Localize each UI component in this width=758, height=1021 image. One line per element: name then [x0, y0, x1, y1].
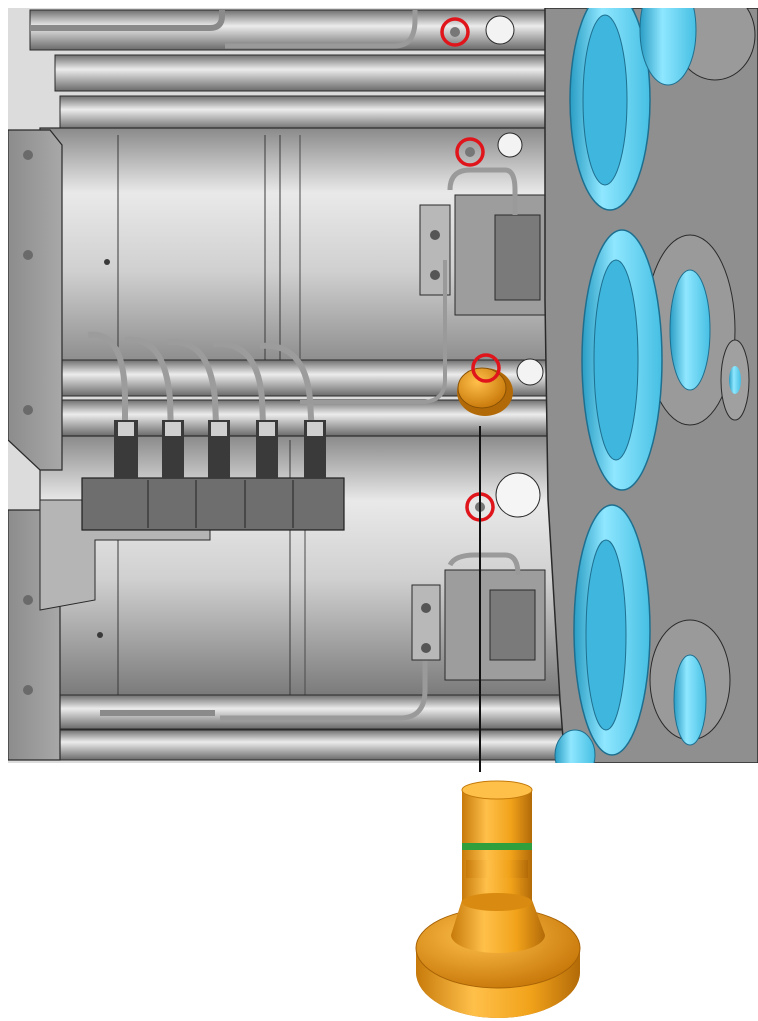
connector-block: [81, 331, 345, 531]
blue-bores: [554, 8, 697, 763]
callout-circle-2: [455, 137, 485, 167]
sensor-brackets: [300, 167, 596, 681]
pin-part: [415, 780, 581, 1018]
callout-circle-3: [471, 353, 501, 383]
seal-ring: [462, 843, 532, 850]
callout-highlights: [440, 17, 501, 522]
callout-circle-1: [440, 17, 470, 47]
installed-pin: [457, 367, 513, 416]
machine-view: [8, 8, 758, 763]
mounting-holes: [485, 15, 544, 518]
upper-rods: [29, 9, 576, 131]
